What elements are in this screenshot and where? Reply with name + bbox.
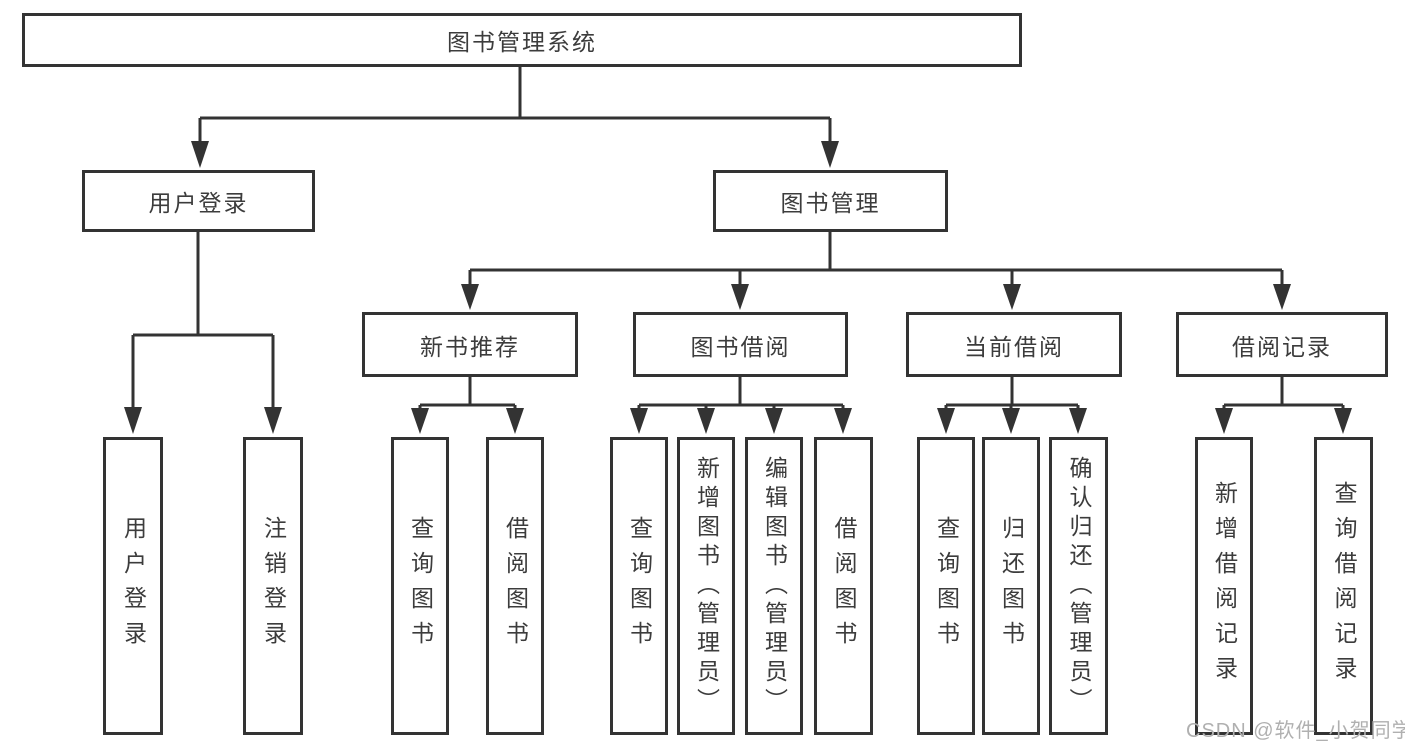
arrowhead-icon (1069, 408, 1087, 434)
leaf-label: 注销登录 (260, 516, 287, 656)
leaf-add-borrow-record: 新增借阅记录 (1195, 437, 1253, 735)
leaf-borrow-books: 借阅图书 (814, 437, 873, 735)
arrowhead-icon (411, 408, 429, 434)
node-library-system: 图书管理系统 (22, 13, 1022, 67)
leaf-label: 借阅图书 (831, 516, 857, 656)
arrowhead-icon (834, 408, 852, 434)
leaf-label: 新增图书（管理员） (693, 455, 720, 717)
arrowhead-icon (821, 141, 839, 168)
arrowhead-icon (461, 284, 479, 310)
arrowhead-icon (506, 408, 524, 434)
leaf-borrow-books-recommend: 借阅图书 (486, 437, 544, 735)
arrowhead-icon (1273, 284, 1291, 310)
arrowhead-icon (1334, 408, 1352, 434)
arrowhead-icon (630, 408, 648, 434)
arrowhead-icon (191, 141, 209, 168)
arrowhead-icon (937, 408, 955, 434)
leaf-label: 归还图书 (998, 516, 1025, 656)
connector-borrowing-records (1222, 377, 1345, 410)
connector-book-management (468, 232, 1284, 285)
node-book-management: 图书管理 (713, 170, 948, 232)
leaf-user-login: 用户登录 (103, 437, 163, 735)
leaf-label: 用户登录 (120, 516, 147, 656)
watermark: CSDN @软件_小贺同学 (1186, 720, 1405, 742)
connector-new-book (418, 377, 517, 410)
connector-current-borrowing (944, 377, 1080, 410)
leaf-label: 编辑图书（管理员） (761, 455, 788, 717)
arrowhead-icon (731, 284, 749, 310)
node-borrowing-records: 借阅记录 (1176, 312, 1388, 377)
connector-user-login (131, 232, 275, 408)
leaf-query-books-current: 查询图书 (917, 437, 975, 735)
leaf-query-borrow-record: 查询借阅记录 (1314, 437, 1373, 735)
leaf-label: 查询图书 (626, 516, 653, 656)
leaf-confirm-return-admin: 确认归还（管理员） (1049, 437, 1108, 735)
leaf-edit-books-admin: 编辑图书（管理员） (745, 437, 803, 735)
leaf-label: 查询图书 (933, 516, 960, 656)
leaf-label: 查询借阅记录 (1331, 481, 1357, 691)
arrowhead-icon (765, 408, 783, 434)
leaf-query-books-borrow: 查询图书 (610, 437, 668, 735)
connector-book-borrowing (637, 377, 845, 410)
leaf-query-books-recommend: 查询图书 (391, 437, 449, 735)
arrowhead-icon (697, 408, 715, 434)
arrowhead-icon (124, 407, 142, 434)
leaf-label: 确认归还（管理员） (1066, 455, 1092, 717)
node-user-login: 用户登录 (82, 170, 315, 232)
node-book-borrowing: 图书借阅 (633, 312, 848, 377)
leaf-add-books-admin: 新增图书（管理员） (677, 437, 735, 735)
connector-root-to-level2 (198, 67, 832, 142)
arrowhead-icon (1002, 408, 1020, 434)
arrowhead-icon (1215, 408, 1233, 434)
node-current-borrowing: 当前借阅 (906, 312, 1122, 377)
leaf-return-books: 归还图书 (982, 437, 1040, 735)
arrowhead-icon (264, 407, 282, 434)
node-new-book-recommend: 新书推荐 (362, 312, 578, 377)
leaf-label: 查询图书 (407, 516, 434, 656)
leaf-logout: 注销登录 (243, 437, 303, 735)
arrowhead-icon (1003, 284, 1021, 310)
leaf-label: 借阅图书 (502, 516, 529, 656)
leaf-label: 新增借阅记录 (1211, 481, 1238, 691)
